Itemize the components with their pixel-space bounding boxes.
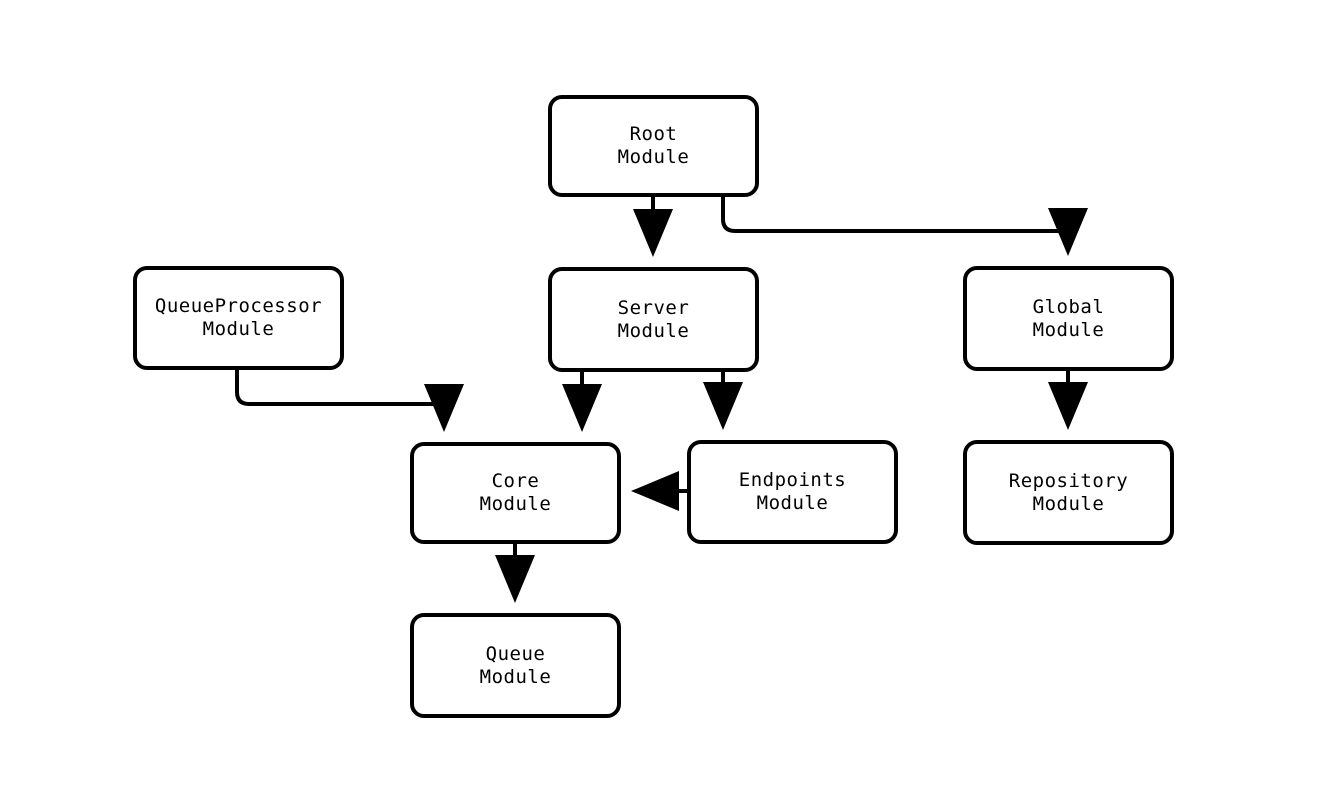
node-repository-module[interactable]: Repository Module [963,440,1174,545]
node-queueprocessor-module-label-line1: QueueProcessor [154,295,323,317]
node-queueprocessor-module-label-line2: Module [202,318,275,340]
node-global-module-label-line1: Global [1032,295,1105,318]
node-endpoints-module-label-line2: Module [756,492,829,514]
node-global-module[interactable]: Global Module [963,266,1174,371]
node-queueprocessor-module[interactable]: QueueProcessor Module [133,266,344,370]
node-endpoints-module[interactable]: Endpoints Module [687,440,898,544]
node-queue-module-label-line1: Queue [485,642,546,665]
node-endpoints-module-label-line1: Endpoints [738,469,847,491]
node-queue-module[interactable]: Queue Module [410,613,621,718]
node-core-module-label-line2: Module [479,493,552,515]
node-repository-module-label-line2: Module [1032,492,1105,515]
node-root-module-label-line1: Root [629,123,678,145]
edge-queueprocessor-to-core [235,370,464,432]
node-queue-module-label-line2: Module [479,665,552,688]
node-root-module[interactable]: Root Module [548,95,759,197]
node-core-module[interactable]: Core Module [410,442,621,544]
node-server-module-label-line2: Module [617,319,690,342]
node-core-module-label-line1: Core [491,470,540,492]
node-root-module-label-line2: Module [617,146,690,168]
node-global-module-label-line2: Module [1032,318,1105,341]
node-server-module-label-line1: Server [617,296,690,319]
node-repository-module-label-line1: Repository [1008,469,1129,492]
edge-root-to-global [721,197,1088,256]
node-server-module[interactable]: Server Module [548,267,759,372]
